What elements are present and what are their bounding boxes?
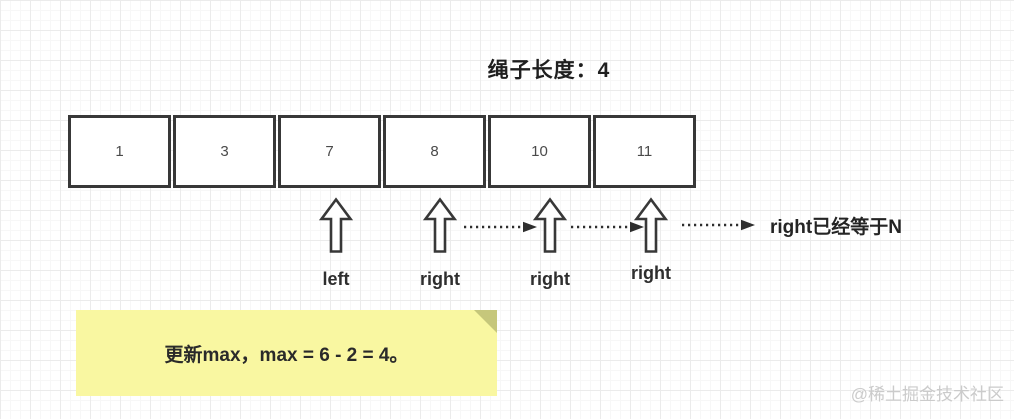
array-row: 1 3 7 8 10 11 [68, 115, 696, 188]
pointer-right-1: right [420, 197, 460, 288]
dotted-arrow-icon [681, 218, 757, 232]
array-cell-value: 7 [325, 143, 334, 160]
array-cell-value: 11 [636, 143, 653, 160]
array-cell-value: 3 [220, 143, 229, 160]
array-cell-value: 10 [531, 143, 548, 160]
pointer-left: left [319, 197, 353, 288]
up-arrow-icon [533, 197, 567, 254]
up-arrow-icon [634, 197, 668, 254]
sticky-note-fold-corner [474, 310, 497, 333]
array-cell: 8 [383, 115, 486, 188]
diagram-title: 绳子长度：4 [487, 59, 611, 82]
up-arrow-icon [319, 197, 353, 254]
dotted-arrow-icon [463, 220, 539, 234]
pointer-right-3: right [631, 197, 671, 282]
up-arrow-icon [423, 197, 457, 254]
pointer-label: right [530, 269, 570, 289]
array-cell: 7 [278, 115, 381, 188]
pointer-label: right [420, 269, 460, 289]
dotted-arrow-icon [570, 220, 646, 234]
pointer-right-2: right [530, 197, 570, 288]
pointer-label: right [631, 263, 671, 283]
array-cell: 10 [488, 115, 591, 188]
watermark: @稀土掘金技术社区 [850, 385, 1004, 404]
array-cell-value: 1 [115, 143, 124, 160]
array-cell: 11 [593, 115, 696, 188]
array-cell-value: 8 [430, 143, 439, 160]
sticky-note-text: 更新max，max = 6 - 2 = 4。 [164, 344, 409, 366]
sticky-note: 更新max，max = 6 - 2 = 4。 [76, 310, 497, 396]
array-cell: 3 [173, 115, 276, 188]
end-note-text: right已经等于N [770, 217, 902, 238]
array-cell: 1 [68, 115, 171, 188]
pointer-label: left [322, 269, 350, 289]
